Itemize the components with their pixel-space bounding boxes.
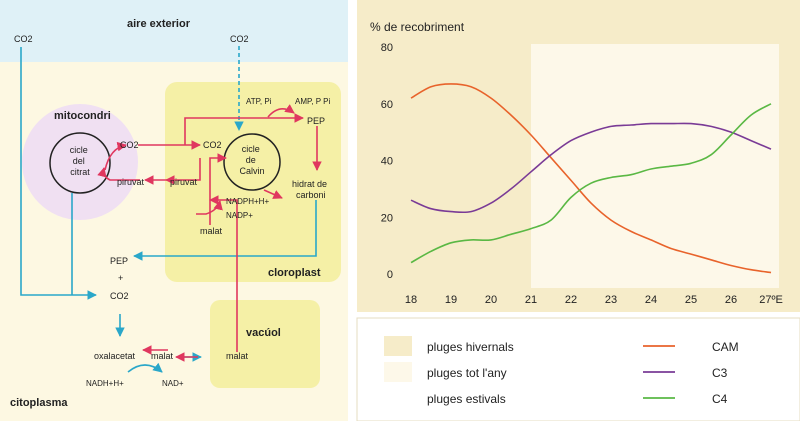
nadph-label: NADPH+H+ [226, 197, 269, 206]
x-tick-label: 20 [485, 294, 497, 306]
y-tick-label: 40 [381, 156, 393, 168]
legend-label-cam: CAM [712, 340, 739, 354]
co2-cytoplasm-label: CO2 [110, 291, 129, 301]
cytoplasm-label: citoplasma [10, 397, 68, 409]
series-line-c3 [410, 122, 772, 214]
metabolism-diagram: aire exterior mitocondri cloroplast vacú… [0, 0, 348, 421]
legend-swatch-winter [384, 336, 412, 356]
malate-release-arrow [209, 195, 238, 352]
calvin-to-carbohydrate-arrow [263, 189, 283, 199]
pyruvate-label: piruvat [170, 177, 198, 187]
pep-cytoplasm-label: PEP [110, 256, 128, 266]
carbohydrate-to-pep-arrow [133, 200, 317, 261]
chart-series [410, 83, 772, 274]
x-tick-label: 24 [645, 294, 657, 306]
outside-air-zone [0, 0, 348, 62]
krebs-cycle-label: cicle del citrat [70, 145, 91, 177]
chloroplast-zone [165, 82, 341, 282]
legend-swatch-allyear [384, 362, 412, 382]
chloroplast-label: cloroplast [268, 267, 321, 279]
x-tick-label: 23 [605, 294, 617, 306]
pep-chloroplast-label: PEP [307, 116, 325, 126]
carbohydrate-label: hidrat de carboni [292, 179, 330, 200]
x-tick-label: 22 [565, 294, 577, 306]
co2-outside-left-label: CO2 [14, 34, 33, 44]
chart-regions [411, 44, 779, 288]
x-tick-label: 19 [445, 294, 457, 306]
vacuole-label: vacúol [246, 327, 281, 339]
x-tick-label: 25 [685, 294, 697, 306]
legend-label-allyear: pluges tot l'any [427, 366, 507, 380]
nad-label: NAD+ [162, 379, 184, 388]
mitochondrion-label: mitocondri [54, 110, 111, 122]
krebs-cycle-circle [49, 132, 111, 194]
x-tick-label: 27ºE [759, 294, 783, 306]
chart-x-ticks: 18 19 20 21 22 23 24 25 26 27ºE [405, 294, 783, 306]
atp-cofactor-arc [267, 104, 295, 118]
malate-cytoplasm-label: malat [151, 351, 174, 361]
cover-chart: % de recobriment 0 20 40 60 80 18 19 20 21 22 23 2… [357, 0, 800, 312]
y-tick-label: 60 [381, 99, 393, 111]
series-line-cam [410, 83, 772, 274]
legend-label-c4: C4 [712, 392, 728, 406]
x-tick-label: 26 [725, 294, 737, 306]
nadh-cofactor-arc [127, 362, 163, 373]
outside-air-label: aire exterior [127, 18, 191, 30]
legend-box [356, 317, 800, 421]
vacuole-zone [210, 300, 320, 388]
co2-intake-arrow [20, 47, 97, 300]
chart-region-1 [531, 44, 779, 288]
krebs-co2-release-arrow [104, 141, 127, 171]
pyruvate-to-pep-arrow [184, 113, 304, 145]
pyruvate-out-arrow [165, 158, 201, 185]
y-tick-label: 20 [381, 212, 393, 224]
mito-co2-label: CO2 [120, 140, 139, 150]
oxaloacetate-label: oxalacetat [94, 351, 136, 361]
co2-outside-right-label: CO2 [230, 34, 249, 44]
y-tick-label: 80 [381, 42, 393, 54]
nadh-label: NADH+H+ [86, 379, 124, 388]
legend-label-winter: pluges hivernals [427, 340, 514, 354]
calvin-cycle-label: cicle de Calvin [239, 144, 264, 176]
malate-chloroplast-label: malat [200, 226, 223, 236]
atp-pi-label: ATP, Pi [246, 97, 272, 106]
legend-label-summer: pluges estivals [427, 392, 506, 406]
plus-sign: + [118, 273, 123, 283]
nadph-cofactor-arc [196, 200, 223, 215]
chart-title: % de recobriment [370, 20, 465, 34]
x-tick-label: 18 [405, 294, 417, 306]
malate-decarboxylation-arrow [209, 153, 227, 225]
series-line-c4 [410, 103, 772, 264]
legend-label-c3: C3 [712, 366, 728, 380]
mitochondrion-zone [22, 104, 138, 220]
mito-pyruvate-label: piruvat [117, 177, 145, 187]
x-tick-label: 21 [525, 294, 537, 306]
y-tick-label: 0 [387, 269, 393, 281]
nadp-label: NADP+ [226, 211, 253, 220]
malate-vacuole-label: malat [226, 351, 249, 361]
chart-y-ticks: 0 20 40 60 80 [381, 42, 393, 281]
amp-ppi-label: AMP, P Pi [295, 97, 331, 106]
calvin-co2-label: CO2 [203, 140, 222, 150]
chart-region-0 [411, 44, 531, 288]
chart-legend: pluges hivernals pluges tot l'any pluges… [356, 317, 800, 421]
pyruvate-into-krebs-arrow [97, 167, 140, 181]
